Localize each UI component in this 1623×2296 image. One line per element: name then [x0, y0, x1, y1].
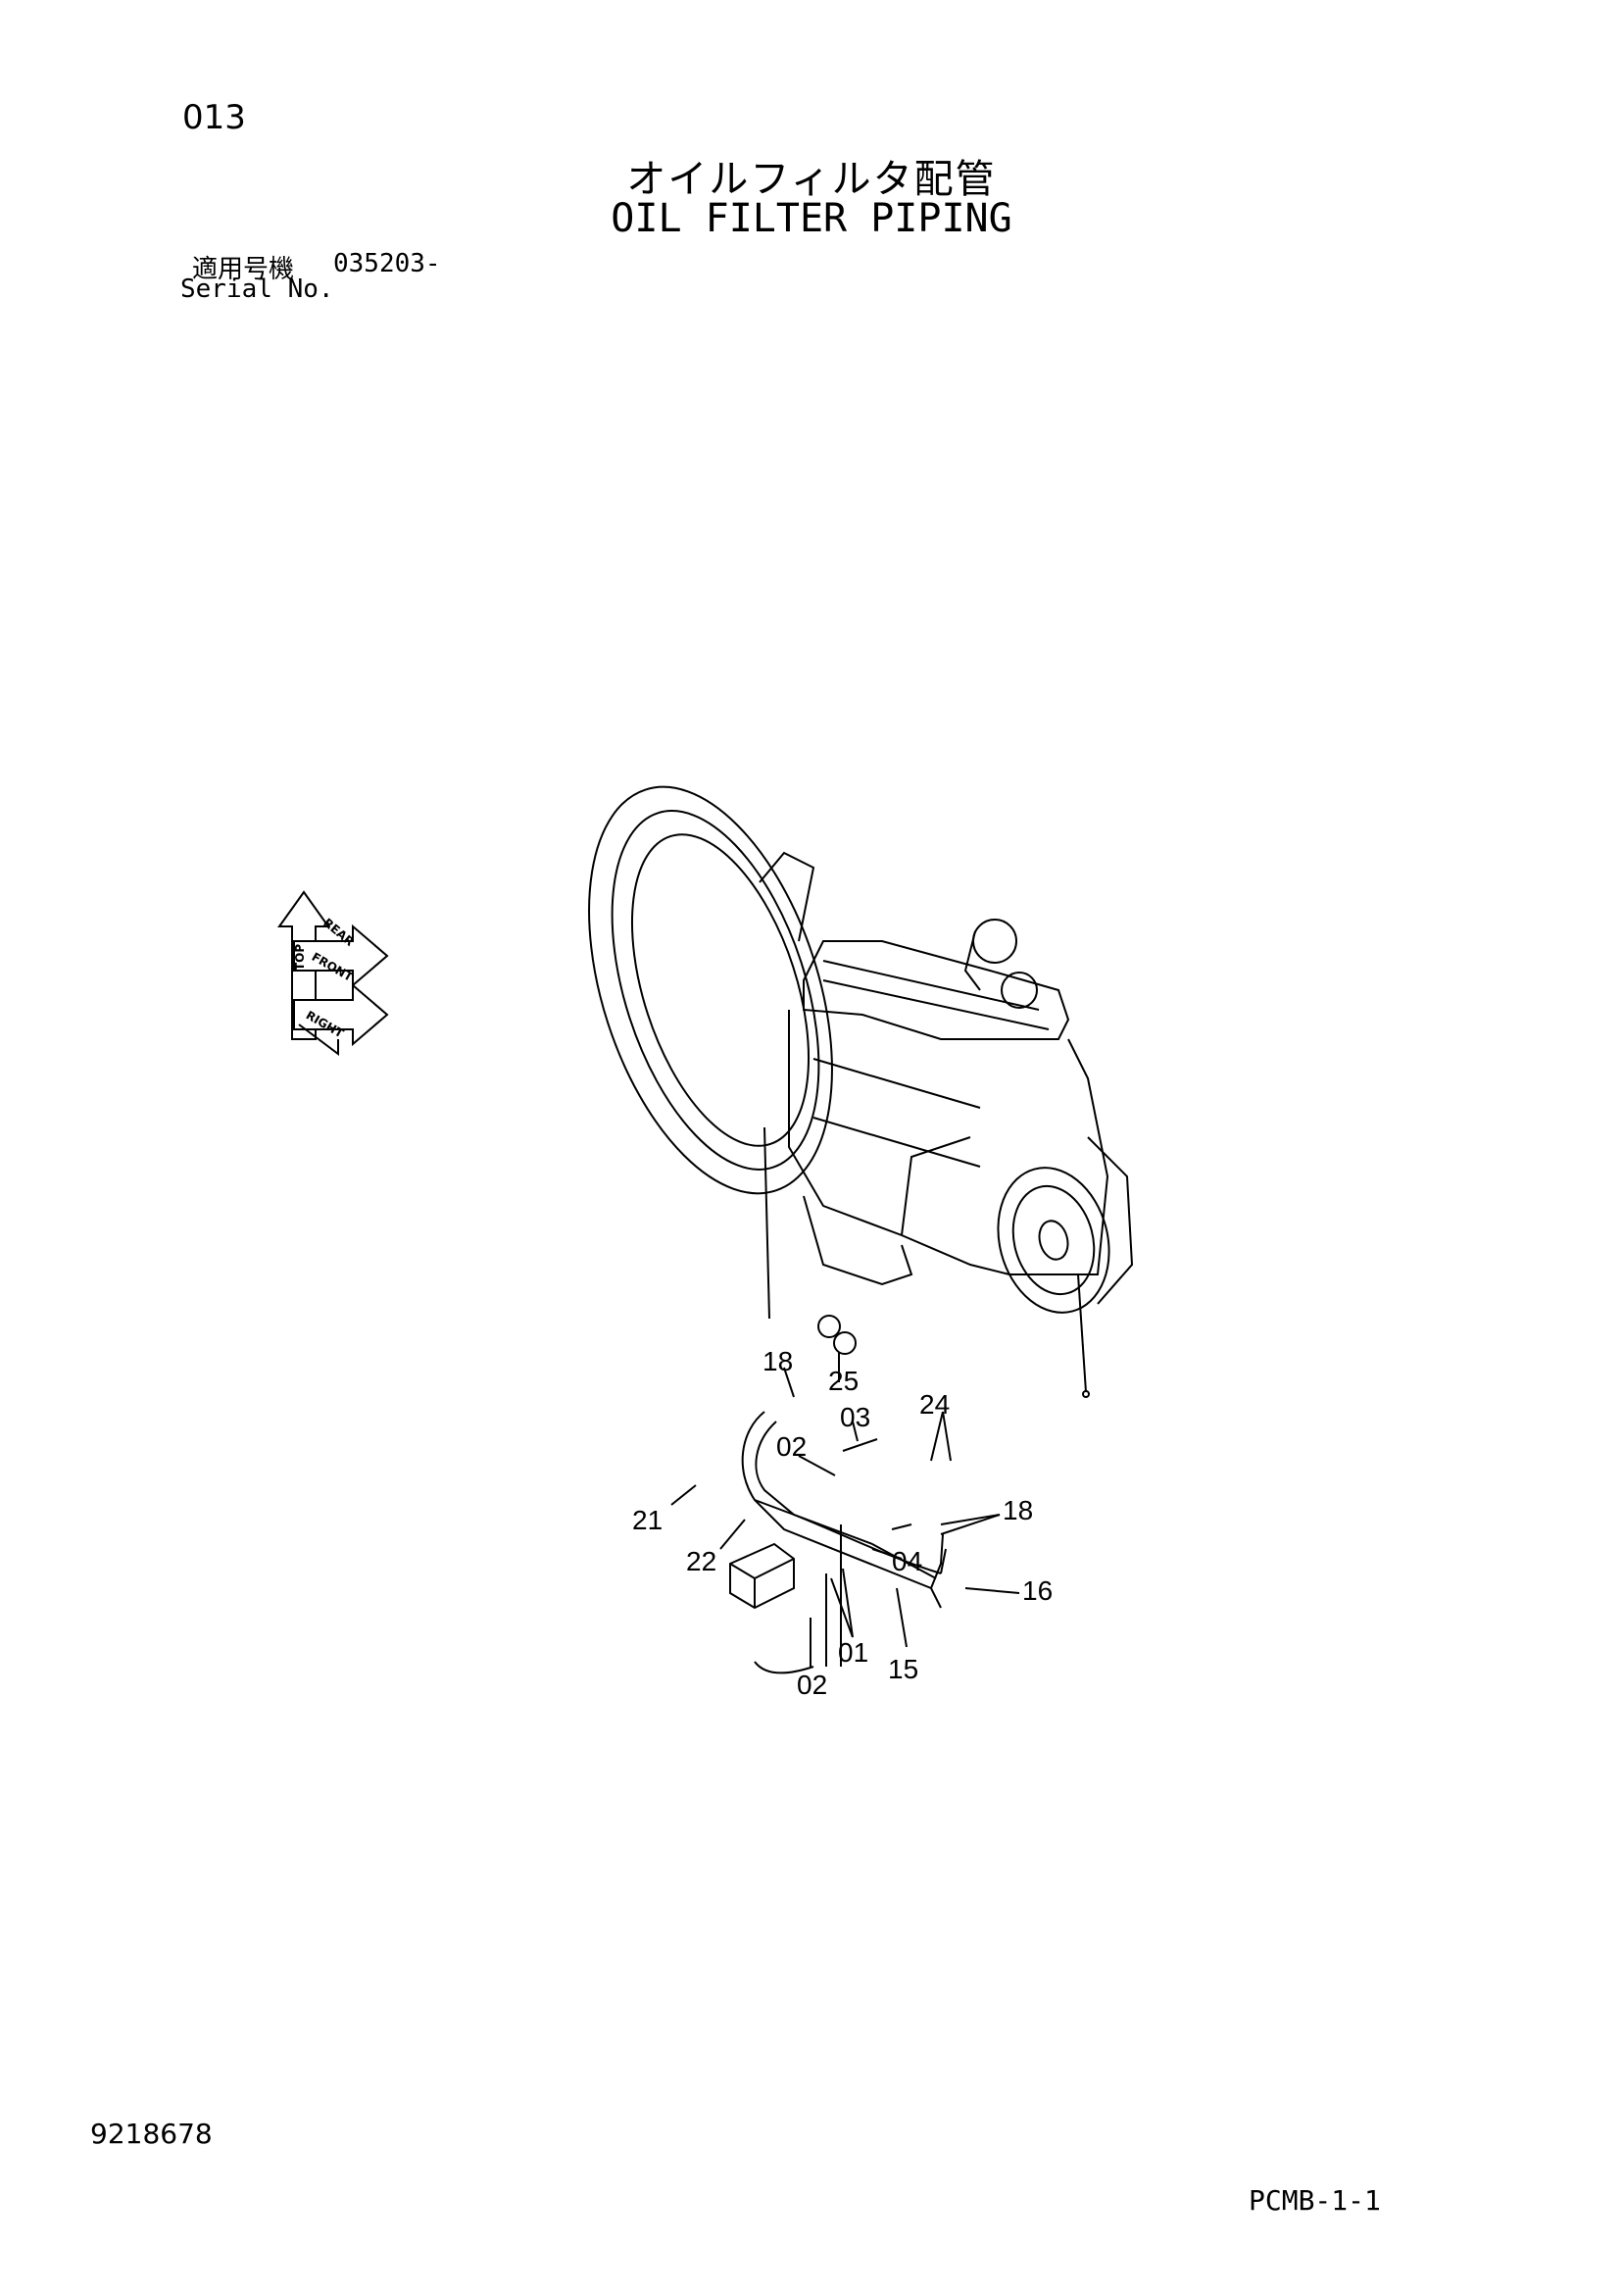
- page-number: 013: [182, 98, 246, 137]
- page-title-japanese: オイルフィルタ配管: [626, 157, 997, 202]
- callout-02-upper: 02: [776, 1431, 807, 1462]
- callout-22: 22: [686, 1546, 716, 1576]
- callout-25: 25: [828, 1366, 859, 1396]
- callout-21: 21: [632, 1505, 663, 1535]
- serial-label-english: Serial No.: [180, 275, 334, 304]
- fittings-25: [817, 1315, 857, 1355]
- callout-16: 16: [1022, 1575, 1053, 1606]
- page-code: PCMB-1-1: [1249, 2184, 1381, 2217]
- orientation-label-top: TOP: [293, 944, 307, 971]
- bolts: [810, 1438, 912, 1667]
- callout-labels: 18 25 24 03 02 21 18 22 04 16 01 15 02: [632, 1346, 1053, 1700]
- callout-15: 15: [888, 1654, 918, 1684]
- orientation-indicator-icon: TOP FRONT RIGHT REAR: [277, 890, 389, 1056]
- callout-24: 24: [919, 1389, 950, 1420]
- callout-18-right: 18: [1003, 1495, 1033, 1525]
- callout-02-lower: 02: [797, 1670, 827, 1700]
- callout-leader-lines: [670, 1353, 1020, 1648]
- callout-04: 04: [892, 1546, 922, 1576]
- filter-block: [729, 1542, 814, 1674]
- serial-number-value: 035203-: [333, 249, 441, 278]
- callout-18-upper: 18: [762, 1346, 793, 1376]
- serial-label-japanese: 適用号機: [192, 255, 295, 284]
- document-number: 9218678: [90, 2118, 213, 2150]
- page-title-english: OIL FILTER PIPING: [611, 196, 1012, 241]
- engine-assembly: [588, 785, 1134, 1398]
- callout-03: 03: [840, 1402, 870, 1432]
- callout-01: 01: [838, 1637, 868, 1668]
